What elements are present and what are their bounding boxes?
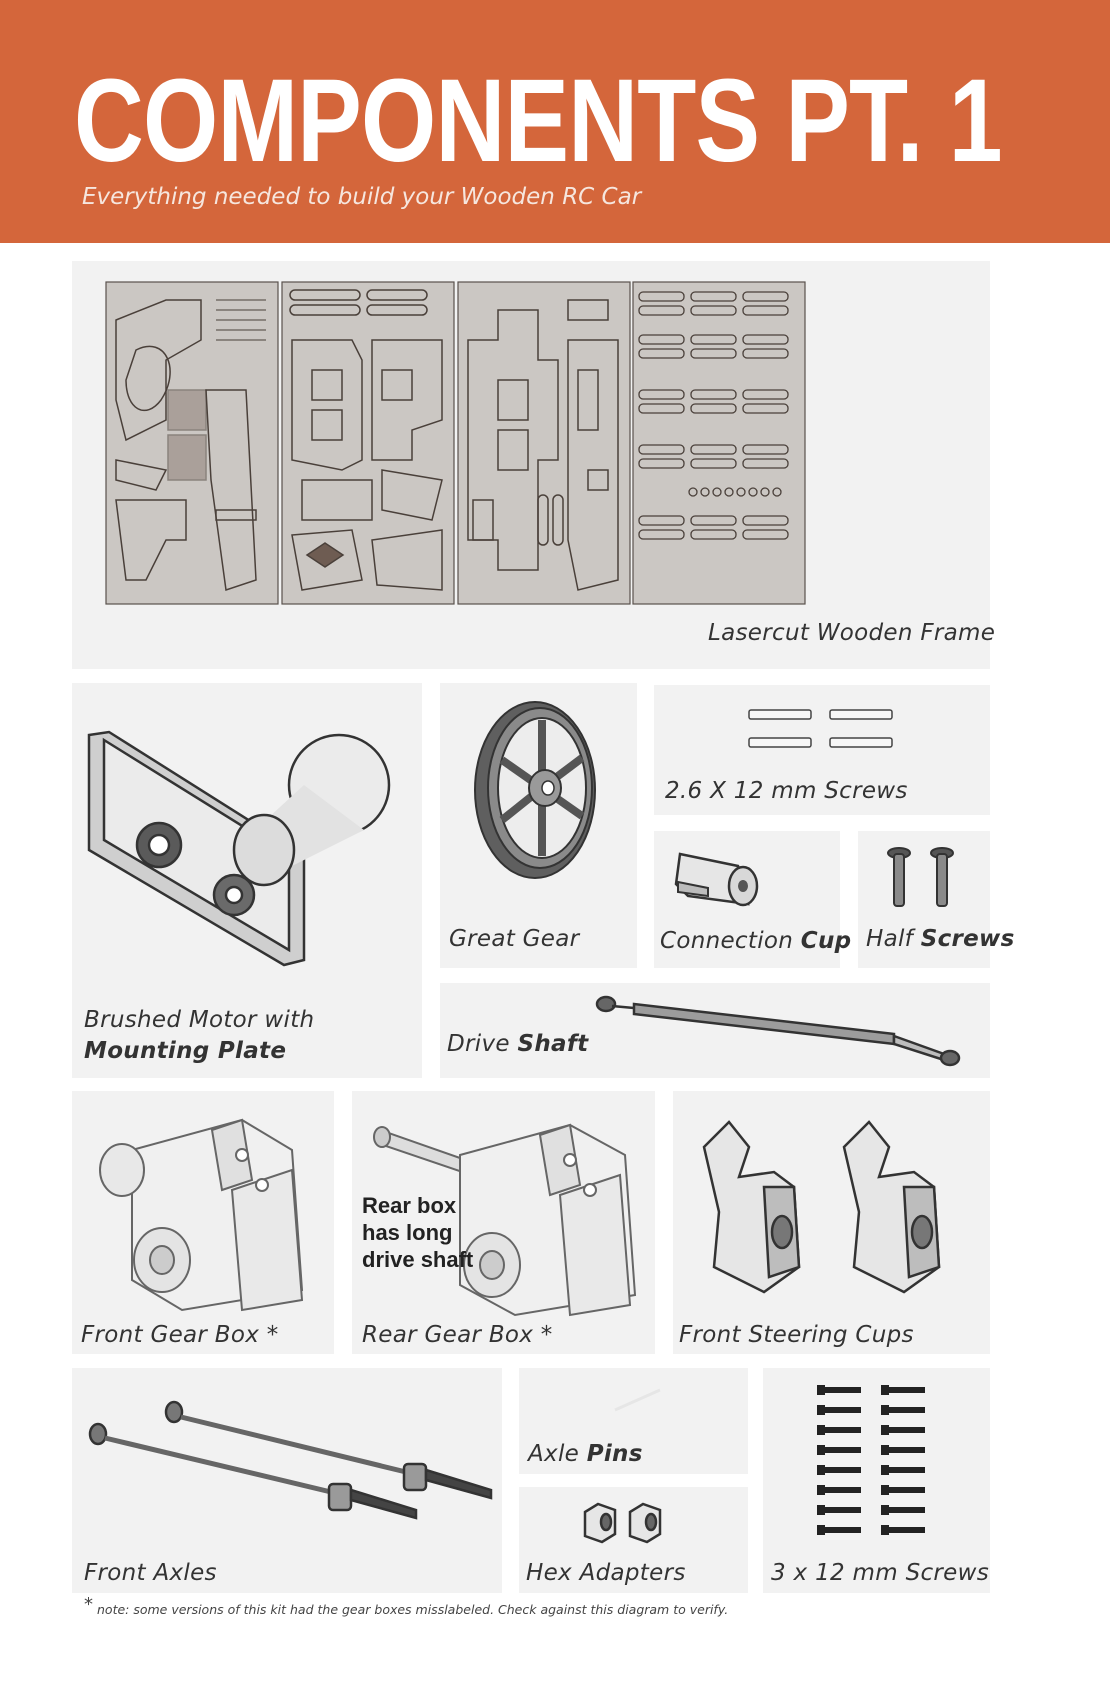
front-axles-illustration bbox=[88, 1400, 493, 1520]
rear-note-line2: has long bbox=[362, 1220, 453, 1245]
half-screws-panel bbox=[858, 831, 990, 968]
rear-note-line3: drive shaft bbox=[362, 1247, 474, 1272]
drive-shaft-panel bbox=[440, 983, 990, 1078]
label-front-axles: Front Axles bbox=[84, 1560, 217, 1586]
axle-pins-panel bbox=[519, 1368, 748, 1474]
screws-word: Screws bbox=[920, 926, 1015, 952]
axle-word: Axle bbox=[528, 1441, 580, 1467]
footnote: * note: some versions of this kit had the… bbox=[84, 1594, 729, 1619]
label-hex-adapters: Hex Adapters bbox=[526, 1560, 686, 1586]
label-front-steering-cups: Front Steering Cups bbox=[679, 1322, 914, 1348]
label-half-screws: Half Screws bbox=[866, 926, 1015, 952]
drive-shaft-illustration bbox=[595, 995, 961, 1067]
screws-26-panel bbox=[654, 685, 990, 815]
label-great-gear: Great Gear bbox=[449, 926, 580, 952]
header-banner: COMPONENTS PT. 1 Everything needed to bu… bbox=[0, 0, 1110, 243]
axle-pins-illustration bbox=[614, 1388, 661, 1412]
label-lasercut-frame: Lasercut Wooden Frame bbox=[708, 620, 996, 646]
pins-word: Pins bbox=[586, 1441, 643, 1467]
connection-cup-illustration bbox=[674, 852, 759, 907]
label-axle-pins: Axle Pins bbox=[528, 1441, 643, 1467]
footnote-text: note: some versions of this kit had the … bbox=[97, 1602, 729, 1617]
footnote-mark: * bbox=[84, 1594, 93, 1615]
lasercut-sheets-illustration bbox=[105, 281, 806, 605]
label-drive-shaft: Drive Shaft bbox=[447, 1031, 588, 1057]
screws-3-panel bbox=[763, 1368, 990, 1593]
screws-26-illustration bbox=[748, 709, 893, 748]
connection-word: Connection bbox=[660, 928, 794, 954]
label-front-gear-box: Front Gear Box * bbox=[81, 1322, 279, 1348]
great-gear-illustration bbox=[474, 701, 596, 879]
label-motor-line2: Mounting Plate bbox=[84, 1038, 287, 1064]
page-title: COMPONENTS PT. 1 bbox=[74, 55, 1003, 187]
shaft-word: Shaft bbox=[517, 1031, 589, 1057]
cup-word: Cup bbox=[800, 928, 852, 954]
half-word: Half bbox=[866, 926, 914, 952]
screws-3-illustration bbox=[817, 1385, 925, 1535]
hex-adapters-illustration bbox=[583, 1502, 662, 1544]
steering-cups-illustration bbox=[702, 1120, 941, 1294]
rear-note-line1: Rear box bbox=[362, 1193, 457, 1218]
label-screws-26: 2.6 X 12 mm Screws bbox=[665, 778, 908, 804]
brushed-motor-illustration bbox=[87, 730, 391, 967]
label-connection-cup: Connection Cup bbox=[660, 928, 851, 954]
front-gear-box-illustration bbox=[99, 1118, 304, 1312]
label-motor-line1: Brushed Motor with bbox=[84, 1007, 315, 1033]
rear-box-note: Rear box has long drive shaft bbox=[362, 1192, 473, 1273]
page-subtitle: Everything needed to build your Wooden R… bbox=[82, 184, 642, 210]
half-screws-illustration bbox=[887, 847, 954, 907]
rear-gear-box-illustration bbox=[373, 1123, 637, 1317]
label-rear-gear-box: Rear Gear Box * bbox=[362, 1322, 553, 1348]
drive-word: Drive bbox=[447, 1031, 510, 1057]
hex-adapters-panel bbox=[519, 1487, 748, 1593]
label-screws-3: 3 x 12 mm Screws bbox=[771, 1560, 990, 1586]
